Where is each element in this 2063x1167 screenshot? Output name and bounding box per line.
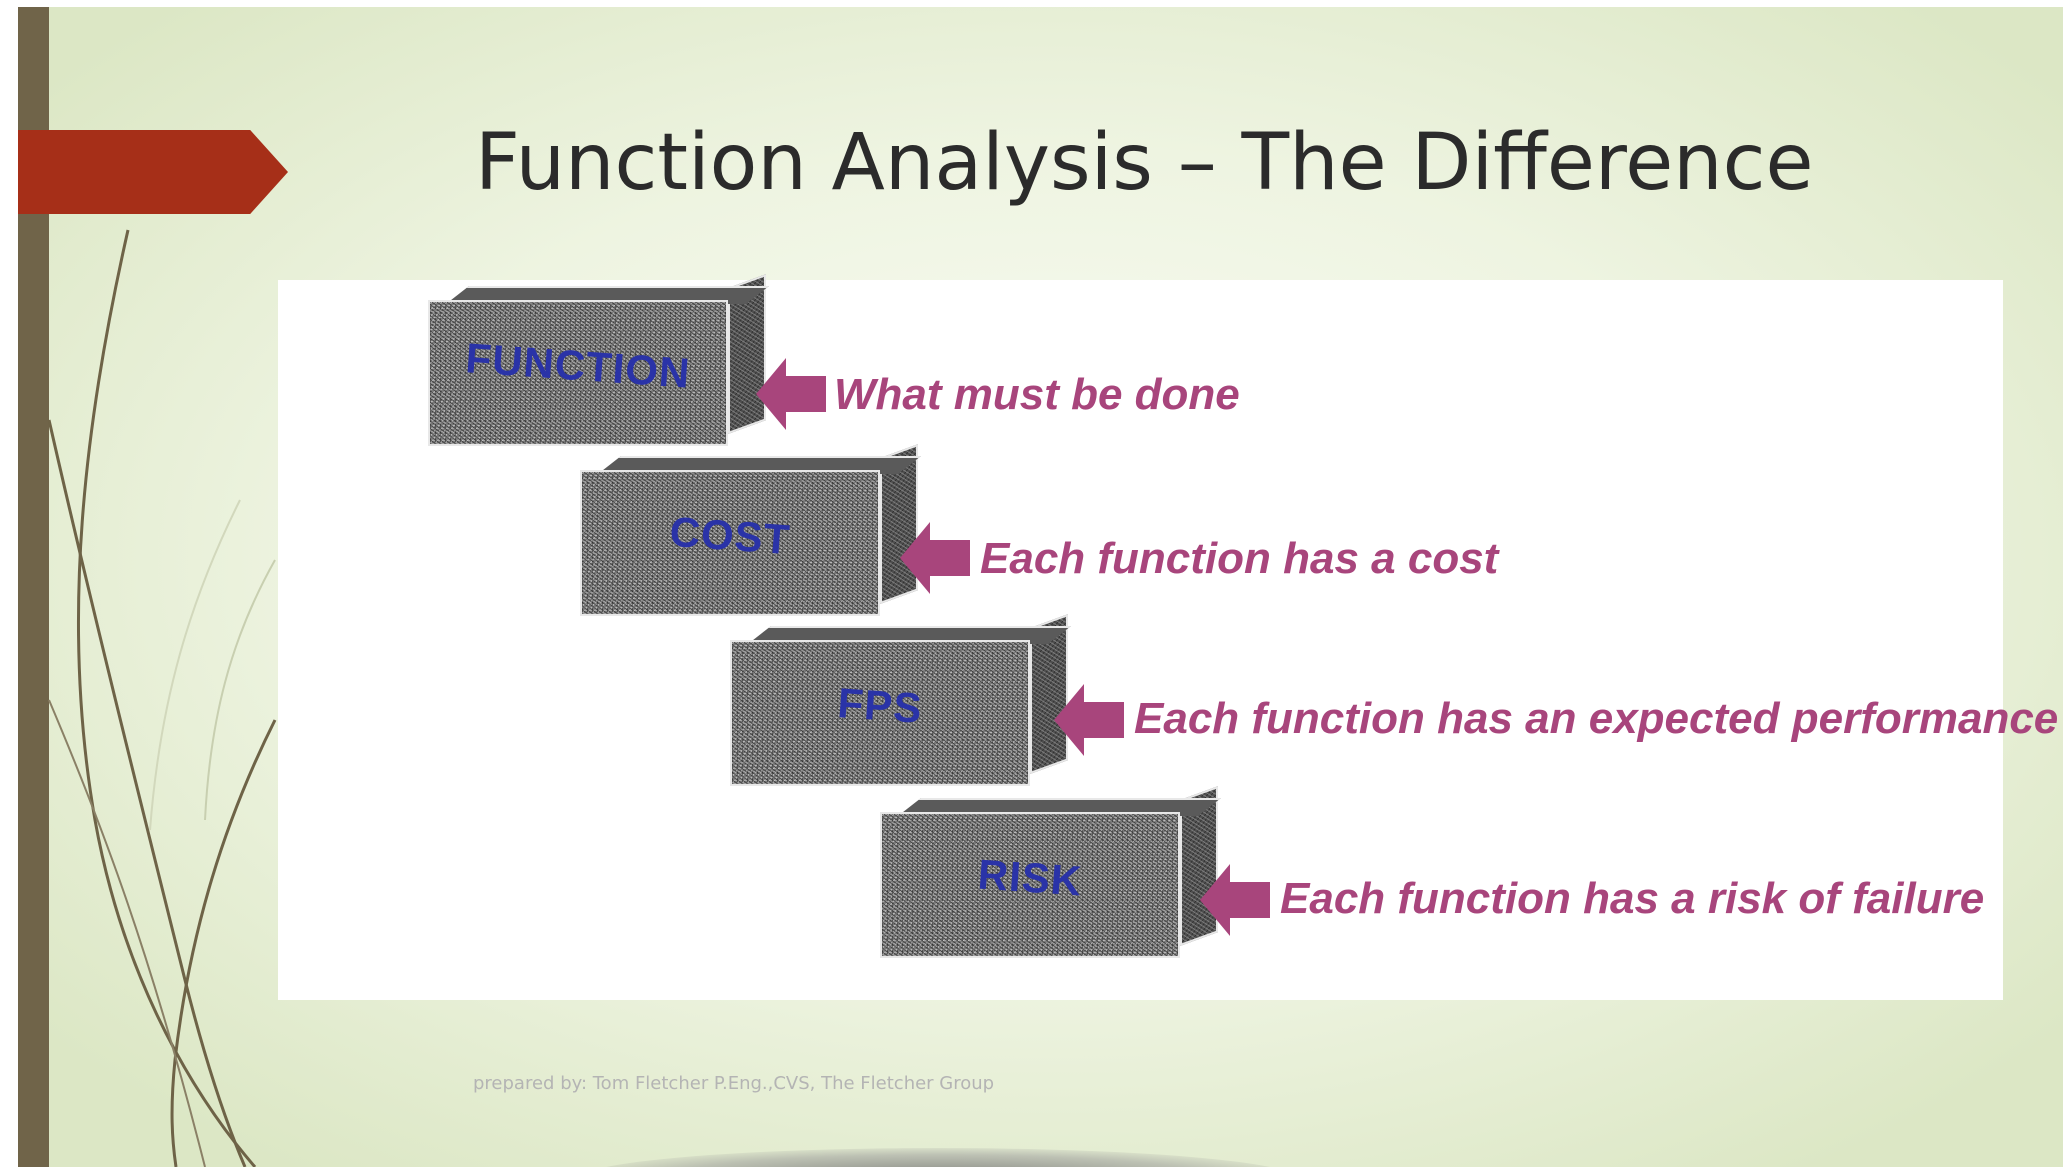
block-description: What must be done [834, 370, 1240, 419]
block-fps: FPS [730, 614, 1072, 786]
block-description: Each function has an expected performanc… [1134, 694, 2059, 743]
block-function: FUNCTION [428, 274, 770, 446]
left-arrow-icon [1054, 684, 1124, 756]
chevron-tag-icon [18, 130, 288, 214]
slide-top-edge [0, 0, 2063, 7]
left-arrow-icon [900, 522, 970, 594]
left-arrow-icon [1200, 864, 1270, 936]
block-face [580, 470, 880, 616]
block-cost: COST [580, 444, 922, 616]
block-face [730, 640, 1030, 786]
block-description: Each function has a cost [980, 534, 1499, 583]
slide-title: Function Analysis – The Difference [475, 118, 1814, 208]
diagram-panel: FUNCTION What must be done COST Each fun… [278, 274, 2058, 1167]
slide-left-edge [0, 0, 18, 1167]
block-face [428, 300, 728, 446]
block-shadow [578, 1148, 1298, 1167]
slide-footer: prepared by: Tom Fletcher P.Eng.,CVS, Th… [473, 1073, 995, 1094]
decorative-curves [47, 229, 277, 1167]
block-risk: RISK [880, 786, 1222, 958]
block-description: Each function has a risk of failure [1280, 874, 1985, 923]
block-face [880, 812, 1180, 958]
left-arrow-icon [756, 358, 826, 430]
